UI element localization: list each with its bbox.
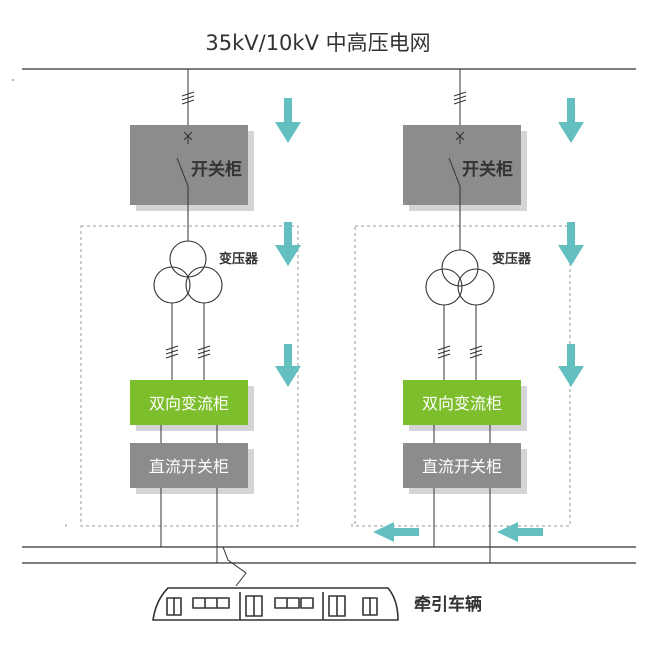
flow-arrow-down [275,222,301,266]
dashed-boundary [80,225,299,527]
bidirectional-converter-cabinet [130,380,248,425]
transformer-symbol [153,240,223,304]
substation-unit-2: 开关柜 变压器 双向变流柜 直流开关柜 [354,69,584,563]
diagram-title: 35kV/10kV 中高压电网 [205,31,430,55]
switchgear-cabinet [130,125,248,205]
three-phase-mark [181,91,195,105]
flow-arrow-down [558,222,584,266]
flow-arrow-left [373,522,419,542]
corner-dot [12,79,14,81]
circuit-breaker-symbol [448,131,465,250]
transformer-label: 变压器 [492,251,532,267]
flow-arrow-down [558,98,584,143]
converter-label: 双向变流柜 [422,394,502,413]
circuit-breaker-symbol [176,131,193,241]
dc-switchgear-label: 直流开关柜 [149,457,229,476]
pantograph [222,546,247,587]
three-phase-mark [453,91,467,105]
train-label: 牵引车辆 [414,594,482,615]
transformer-symbol [425,249,495,306]
flow-arrow-left [497,522,543,542]
three-phase-mark [437,345,483,359]
dc-switchgear-label: 直流开关柜 [422,457,502,476]
transformer-label: 变压器 [219,251,259,267]
flow-arrow-down [275,98,301,143]
dc-switchgear-cabinet [403,443,521,488]
bidirectional-converter-cabinet [403,380,521,425]
flow-arrow-down [275,344,301,387]
converter-label: 双向变流柜 [149,394,229,413]
dc-switchgear-cabinet [130,443,248,488]
substation-unit-1: 开关柜 变压器 双向变流柜 [80,69,301,563]
switchgear-label: 开关柜 [191,159,242,180]
switchgear-label: 开关柜 [462,159,513,180]
three-phase-mark [165,345,211,359]
traction-train-icon [152,587,399,621]
flow-arrow-down [558,344,584,387]
